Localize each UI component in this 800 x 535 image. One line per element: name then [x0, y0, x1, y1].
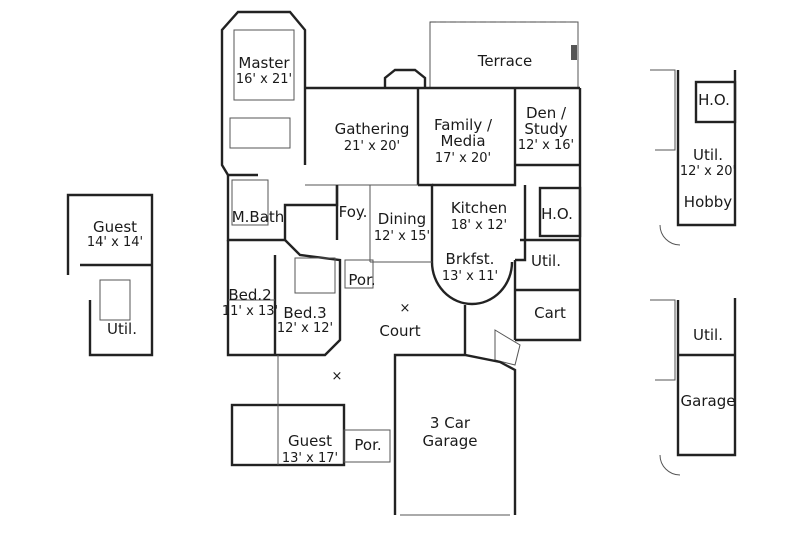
alt-garage-util-label: Util.: [693, 326, 723, 344]
gathering-label: Gathering: [335, 120, 410, 138]
study-label: Study: [524, 120, 567, 138]
guest-house-walls: [230, 355, 391, 467]
alt-garage-label: Garage: [681, 392, 736, 410]
util-label: Util.: [531, 252, 561, 270]
court-center-mark: ×: [400, 301, 411, 316]
alt-garage-plan-walls: [650, 298, 737, 476]
alt-guest-plan-walls: [66, 193, 154, 357]
bedroom-wing-walls: [226, 239, 342, 357]
family-label: Family /: [434, 116, 493, 134]
dining-size: 12' x 15': [374, 229, 430, 244]
garage-walls: [393, 353, 517, 516]
dining-label: Dining: [378, 210, 426, 228]
den-label: Den /: [526, 104, 567, 122]
guest-porch-label: Por.: [354, 436, 381, 454]
alt-hobby-plan-walls: [650, 69, 737, 246]
alt-hobby-util-label: Util.: [693, 146, 723, 164]
alt-guest-size: 14' x 14': [87, 235, 143, 250]
cart-label: Cart: [534, 304, 566, 322]
den-size: 12' x 16': [518, 138, 574, 153]
brkfst-label: Brkfst.: [446, 250, 495, 268]
mbath-label: M.Bath: [232, 208, 285, 226]
bed2-label: Bed.2: [228, 286, 271, 304]
main-walls: [303, 68, 582, 366]
alt-hobby-ho-label: H.O.: [698, 91, 730, 109]
guest-label: Guest: [288, 432, 332, 450]
porch-label: Por.: [348, 271, 375, 289]
bed2-size: 11' x 13': [222, 304, 278, 319]
court-label: Court: [379, 322, 420, 340]
bed3-size: 12' x 12': [277, 321, 333, 336]
garage-label-2: Garage: [423, 432, 478, 450]
master-label: Master: [238, 54, 290, 72]
ho-label: H.O.: [541, 205, 573, 223]
alt-guest-label: Guest: [93, 218, 137, 236]
alt-guest-util-label: Util.: [107, 320, 137, 338]
bed3-label: Bed.3: [283, 304, 326, 322]
terrace-outline: [429, 21, 579, 88]
family-size: 17' x 20': [435, 151, 491, 166]
guest-size: 13' x 17': [282, 451, 338, 466]
court-mark: ×: [332, 369, 343, 384]
media-label: Media: [440, 132, 485, 150]
kitchen-size: 18' x 12': [451, 218, 507, 233]
fireplace-icon: [571, 45, 577, 60]
alt-hobby-label: Hobby: [684, 193, 732, 211]
kitchen-label: Kitchen: [451, 199, 507, 217]
terrace-label: Terrace: [477, 52, 533, 70]
alt-hobby-util-size: 12' x 20': [680, 164, 736, 179]
master-suite-walls: [220, 10, 339, 242]
foyer-label: Foy.: [339, 203, 368, 221]
gathering-size: 21' x 20': [344, 139, 400, 154]
garage-label: 3 Car: [430, 414, 471, 432]
master-size: 16' x 21': [236, 72, 292, 87]
brkfst-size: 13' x 11': [442, 269, 498, 284]
